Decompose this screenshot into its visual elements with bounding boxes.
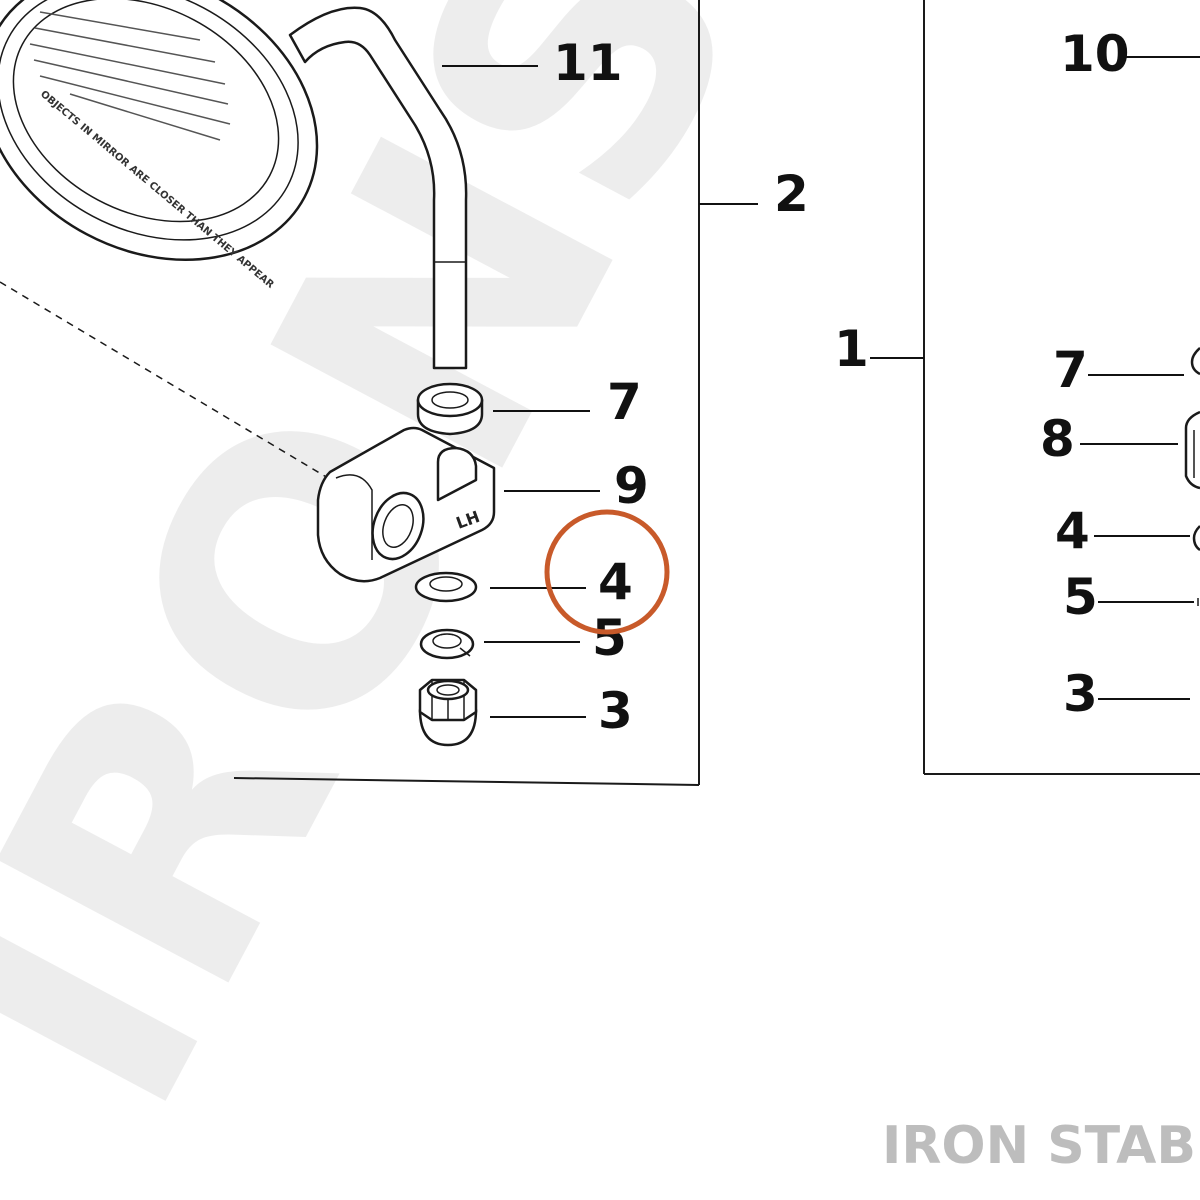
callout-left-9: 9	[614, 457, 649, 515]
callout-right-3: 3	[1063, 665, 1098, 723]
callout-right-1: 1	[834, 320, 869, 378]
assembly-dashed-line	[0, 281, 329, 479]
callout-left-4: 4	[598, 553, 633, 611]
right-frame	[923, 0, 1200, 775]
callout-right-10: 10	[1060, 25, 1130, 83]
callout-left-7: 7	[607, 373, 642, 431]
highlight-circle	[544, 509, 670, 635]
mirror-arm	[288, 6, 468, 370]
grommet	[416, 382, 484, 436]
left-leaders	[442, 65, 758, 718]
callout-left-3: 3	[598, 682, 633, 740]
callout-left-5: 5	[592, 609, 627, 667]
right-leaders	[870, 56, 1200, 700]
lock-washer	[419, 628, 475, 660]
right-partial-parts	[1184, 347, 1200, 606]
callout-left-11: 11	[553, 34, 623, 92]
mirror-warning-lines	[29, 11, 231, 141]
callout-right-4: 4	[1055, 502, 1090, 560]
acorn-nut	[418, 678, 478, 747]
brand-label: IRON STABLE	[882, 1116, 1200, 1176]
mirror-head: OBJECTS IN MIRROR ARE CLOSER THAN THEY A…	[0, 0, 319, 291]
callout-left-2: 2	[774, 165, 809, 223]
callout-right-8: 8	[1040, 410, 1075, 468]
callout-right-5: 5	[1063, 568, 1098, 626]
left-frame	[233, 0, 700, 786]
callout-right-7: 7	[1053, 341, 1088, 399]
washer	[414, 571, 478, 603]
bracket: LH	[316, 426, 496, 583]
